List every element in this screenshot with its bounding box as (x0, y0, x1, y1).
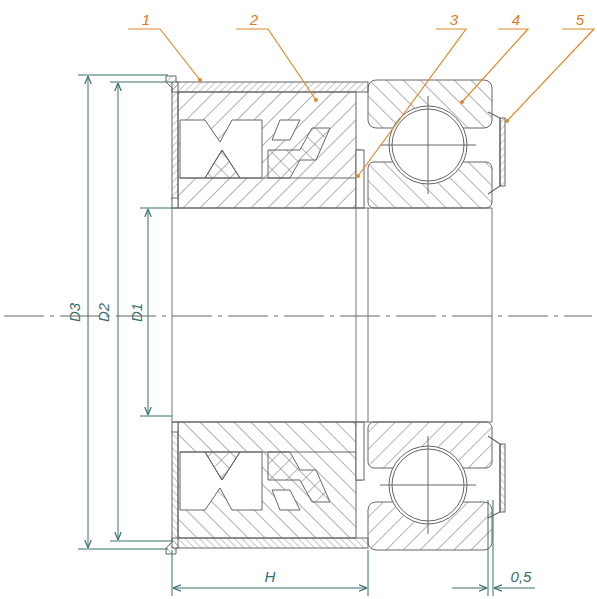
callout-number: 4 (510, 11, 522, 28)
dimension-label: D3 (67, 300, 84, 323)
dimension-label: D2 (96, 300, 113, 323)
callout-number: 5 (574, 11, 586, 28)
dimension-label: 0,5 (509, 568, 534, 585)
dimension-label: D1 (129, 300, 146, 323)
callout-number: 2 (248, 11, 260, 28)
dimension-label: H (263, 568, 278, 585)
callout-number: 3 (448, 11, 460, 28)
callout-number: 1 (140, 11, 152, 28)
